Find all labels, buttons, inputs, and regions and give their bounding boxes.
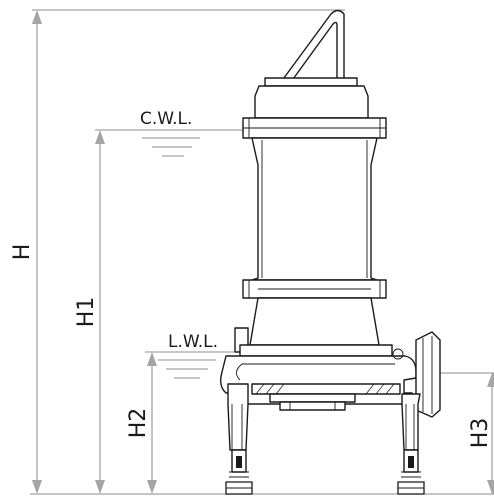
label-h1: H1 xyxy=(74,297,99,328)
base-plate xyxy=(251,383,401,395)
label-h3: H3 xyxy=(468,418,493,449)
cwl-water-symbol xyxy=(142,137,200,157)
dimension-h2 xyxy=(147,352,157,494)
arrow-up-icon xyxy=(32,10,42,24)
arrow-down-icon xyxy=(95,480,105,494)
dimension-h3 xyxy=(487,373,494,494)
base-hatch xyxy=(255,383,395,395)
arrow-down-icon xyxy=(487,480,494,494)
suction-cover xyxy=(269,393,356,403)
arrow-down-icon xyxy=(147,480,157,494)
motor-casing xyxy=(251,137,378,281)
label-h: H xyxy=(10,244,35,261)
lwl-water-symbol xyxy=(158,359,216,379)
label-cwl: C.W.L. xyxy=(140,109,192,129)
suction-inlet xyxy=(279,401,346,411)
pump-body xyxy=(219,9,441,495)
lower-motor xyxy=(249,297,380,346)
arrow-up-icon xyxy=(95,130,105,144)
arrow-up-icon xyxy=(147,352,157,366)
outlet-flange xyxy=(415,331,441,418)
dimension-h1 xyxy=(95,130,105,494)
left-leg xyxy=(227,383,249,451)
top-cap xyxy=(264,77,358,87)
arrow-up-icon xyxy=(487,373,494,387)
top-housing xyxy=(254,85,369,119)
arrow-down-icon xyxy=(32,480,42,494)
right-leg xyxy=(401,393,421,451)
label-h2: H2 xyxy=(126,408,151,439)
lifting-handle xyxy=(277,9,345,87)
label-lwl: L.W.L. xyxy=(168,332,218,352)
collar-ring xyxy=(239,344,393,357)
dimension-h xyxy=(32,10,42,494)
